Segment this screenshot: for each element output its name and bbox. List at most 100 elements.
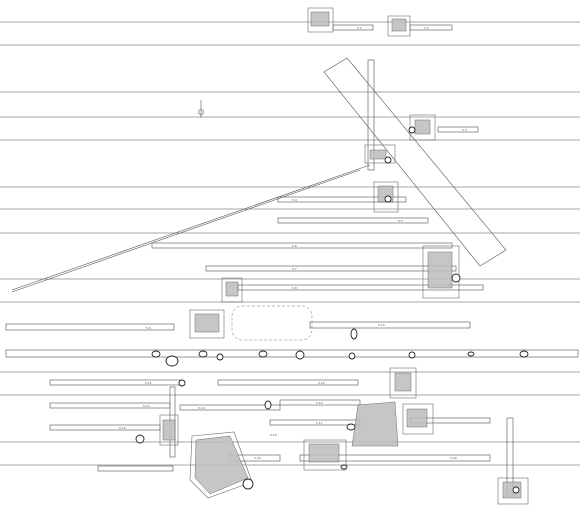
timber-bar	[332, 24, 374, 31]
hatched-fill	[225, 281, 239, 297]
timber-bar	[49, 424, 161, 431]
datum-marker	[198, 100, 204, 118]
find-box	[159, 414, 179, 446]
hatched-fill	[406, 408, 428, 428]
long-diagonal-line	[11, 164, 371, 291]
stone	[135, 434, 145, 444]
hatched-area	[351, 401, 399, 447]
stone	[264, 400, 272, 410]
stone	[178, 379, 186, 387]
bar-label: 5.8	[292, 286, 297, 290]
bar-label: 5.1	[357, 26, 362, 30]
timber-bar	[277, 196, 407, 203]
find-box	[373, 181, 399, 213]
bar-label: 5.13	[143, 404, 150, 408]
stone	[384, 195, 392, 203]
bar-label: 5.6	[292, 244, 297, 248]
stone	[258, 350, 268, 358]
hatched-fill	[162, 419, 176, 441]
timber-bar	[217, 379, 359, 386]
stone	[216, 353, 224, 361]
find-box	[307, 7, 334, 33]
bar-label: 5.20	[450, 456, 457, 460]
hatched-fill	[414, 119, 431, 135]
vertical-post	[367, 59, 375, 171]
bar-label: 5.4	[292, 198, 297, 202]
timber-bar	[269, 419, 361, 426]
find-box	[189, 309, 225, 339]
stone	[242, 478, 254, 490]
stone	[348, 352, 356, 360]
find-box	[303, 439, 347, 471]
stone	[350, 328, 358, 340]
bar-label: 5.7	[292, 267, 297, 271]
find-box	[387, 15, 411, 37]
timber-bar	[309, 321, 471, 329]
stone	[512, 486, 520, 494]
stone	[346, 423, 356, 431]
bar-label: 5.17	[316, 421, 323, 425]
horizontal-rules	[0, 21, 580, 466]
bar-label: 5.18	[270, 433, 277, 437]
timber-bar	[299, 454, 491, 462]
find-box	[364, 144, 396, 164]
bar-label: 5.2	[424, 26, 429, 30]
find-box	[402, 403, 434, 435]
stones	[135, 126, 529, 494]
timber-bar	[205, 265, 457, 272]
timber-bar	[5, 349, 579, 358]
hatched-fill	[394, 372, 412, 392]
timber-bar	[437, 126, 479, 133]
timber-bar	[179, 404, 281, 411]
bar-label: 5.15	[316, 401, 323, 405]
hatched-area	[194, 435, 249, 495]
hatched-areas	[189, 305, 399, 499]
stone	[408, 126, 416, 134]
marker-circle	[198, 109, 204, 115]
find-box	[422, 245, 460, 299]
timber-bar	[151, 242, 453, 249]
stone	[408, 351, 416, 359]
stone	[295, 350, 305, 360]
find-boxes	[159, 7, 529, 505]
bar-label: 5.14	[198, 406, 205, 410]
bar-label: 5.12	[318, 381, 325, 385]
hatched-fill	[308, 443, 340, 463]
stone	[451, 273, 461, 283]
stone	[519, 350, 529, 358]
long-diagonal-line	[11, 169, 361, 293]
bar-label: 5.3	[462, 128, 467, 132]
timber-bar	[279, 399, 361, 406]
diagonal-beam	[323, 57, 507, 267]
bar-label: 5.9	[146, 326, 151, 330]
hatched-fill	[502, 481, 522, 499]
stone	[165, 355, 179, 367]
timber-bar	[49, 379, 181, 386]
timber-bar	[277, 217, 429, 224]
hatched-fill	[391, 18, 407, 32]
hatched-fill	[194, 313, 220, 333]
timber-bar	[409, 24, 453, 31]
bar-label: 5.19	[254, 456, 261, 460]
hatched-fill	[427, 251, 453, 289]
find-box	[389, 367, 417, 399]
bar-label: 5.5	[398, 219, 403, 223]
stone	[198, 350, 208, 358]
find-box	[497, 477, 529, 505]
timber-bar	[49, 402, 171, 409]
bar-labels: 5.1 5.2 5.3 5.4 5.5 5.6 5.7 5.8 5.9 5.10…	[119, 26, 467, 460]
bar-label: 5.16	[119, 426, 126, 430]
stone	[340, 464, 348, 470]
bar-label: 5.10	[378, 323, 385, 327]
timber-bar	[97, 465, 174, 472]
dashed-pit	[231, 305, 313, 341]
timber-bar	[5, 323, 175, 331]
stone	[467, 351, 475, 357]
find-box	[221, 277, 243, 303]
hatched-area-outline	[189, 431, 253, 499]
stone	[384, 156, 392, 164]
hatched-fill	[369, 149, 387, 160]
hatched-fill	[310, 11, 330, 27]
bar-label: 5.11	[145, 381, 152, 385]
